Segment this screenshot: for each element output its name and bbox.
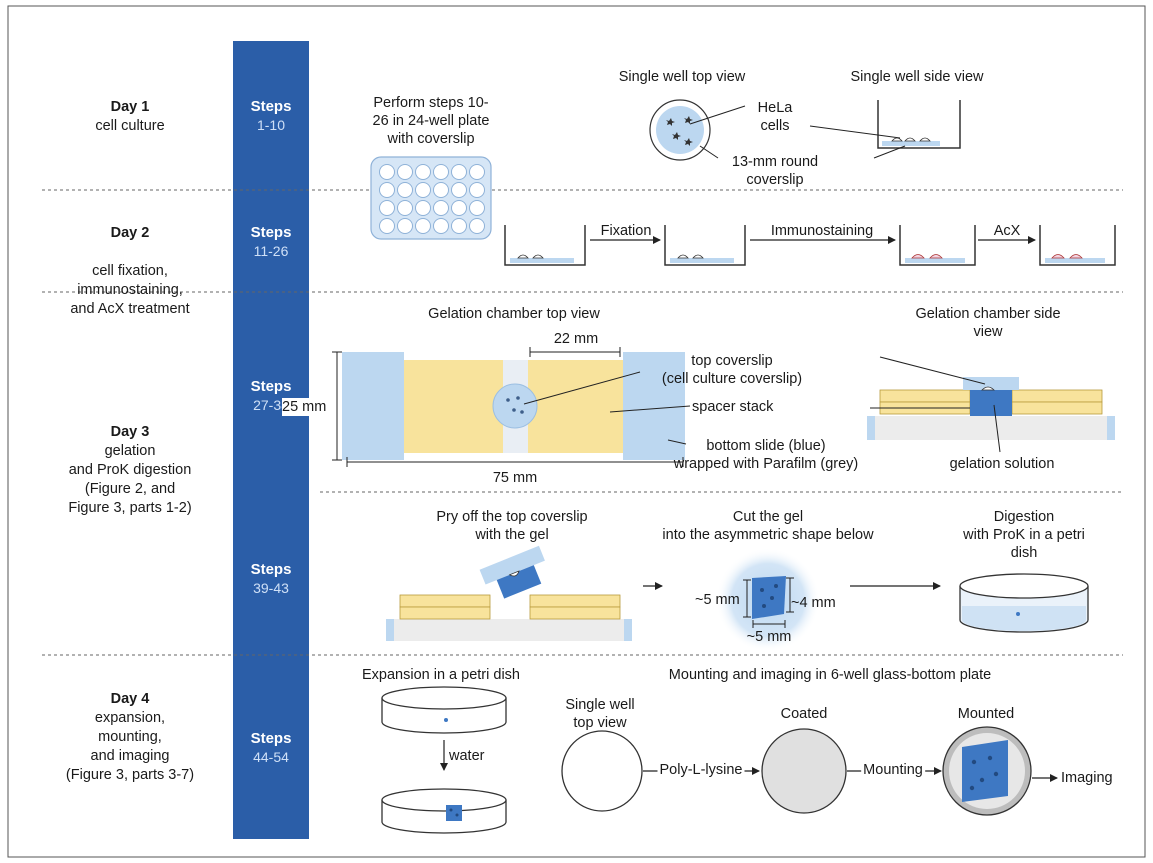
day2-desc: cell fixation, immunostaining, and AcX t… <box>70 263 190 317</box>
mounting-imaging-title: Mounting and imaging in 6-well glass-bot… <box>668 667 992 683</box>
dim-75mm: 75 mm <box>492 470 538 486</box>
steps-day3a: Steps 27-38 <box>236 378 306 414</box>
steps-label: Steps <box>250 561 292 578</box>
dim-25mm: 25 mm <box>282 398 327 416</box>
perform-steps-text: Perform steps 10- 26 in 24-well plate wi… <box>372 95 490 147</box>
immunostaining-label: Immunostaining <box>770 223 874 239</box>
coverslip-label: 13-mm round coverslip <box>731 154 819 188</box>
day4-label: Day 4 expansion, mounting, and imaging (… <box>25 690 235 785</box>
imaging-label: Imaging <box>1061 770 1113 786</box>
steps-label: Steps <box>250 98 292 115</box>
coated-label: Coated <box>780 706 828 722</box>
hela-cells-label: HeLa cells <box>757 100 793 134</box>
digestion-text: Digestion with ProK in a petri dish <box>963 509 1085 561</box>
single-well-side-view <box>809 100 961 159</box>
expansion-dishes <box>381 686 507 834</box>
single-well-top-label: Single well top view <box>565 697 635 731</box>
gelation-chamber-top-view <box>342 352 685 460</box>
pry-off-text: Pry off the top coverslip with the gel <box>436 509 588 543</box>
top-coverslip-label: top coverslip (cell culture coverslip) <box>661 353 803 387</box>
gelation-solution-label: gelation solution <box>949 456 1055 472</box>
single-well-side-title: Single well side view <box>850 69 984 85</box>
mounted-label: Mounted <box>957 706 1015 722</box>
steps-range: 44-54 <box>253 749 289 765</box>
dim-5mm-bottom: ~5 mm <box>746 629 792 645</box>
day4-title: Day 4 <box>110 691 150 707</box>
well-plate-24 <box>370 156 492 240</box>
expansion-title: Expansion in a petri dish <box>362 667 520 683</box>
day1-desc: cell culture <box>95 118 165 134</box>
six-well-sequence <box>561 726 1032 816</box>
steps-label: Steps <box>250 730 292 747</box>
day2-title: Day 2 <box>110 225 150 241</box>
digestion-petri-dish <box>959 573 1089 633</box>
poly-l-lysine-label: Poly-L-lysine <box>657 761 745 779</box>
figure-border <box>7 5 1146 858</box>
acx-label: AcX <box>993 223 1021 239</box>
steps-day4: Steps 44-54 <box>236 730 306 766</box>
steps-day3b: Steps 39-43 <box>236 561 306 597</box>
steps-label: Steps <box>250 224 292 241</box>
steps-bar <box>233 41 309 839</box>
day3-label: Day 3 gelation and ProK digestion (Figur… <box>25 423 235 518</box>
bottom-slide-label: bottom slide (blue) wrapped with Parafil… <box>673 438 859 472</box>
steps-range: 11-26 <box>253 243 289 259</box>
dim-22mm: 22 mm <box>553 331 599 347</box>
day2-label: Day 2 cell fixation, immunostaining, and… <box>25 205 235 338</box>
single-well-top-view <box>649 99 746 161</box>
chamber-side-title: Gelation chamber side view <box>915 306 1061 340</box>
separators <box>42 189 1123 656</box>
steps-range: 1-10 <box>256 117 286 133</box>
chamber-top-title: Gelation chamber top view <box>428 306 600 322</box>
steps-range: 39-43 <box>253 580 289 596</box>
steps-day1: Steps 1-10 <box>236 98 306 134</box>
cut-gel-illustration <box>716 548 820 652</box>
spacer-stack-label: spacer stack <box>692 399 774 415</box>
dim-5mm-left: ~5 mm <box>695 592 740 608</box>
fixation-label: Fixation <box>600 223 652 239</box>
dimension-lines-top <box>332 347 691 467</box>
mounting-label: Mounting <box>861 761 925 779</box>
steps-label: Steps <box>250 378 292 395</box>
pry-off-illustration <box>386 545 632 641</box>
day2-wells <box>504 225 1116 266</box>
steps-range: 27-38 <box>253 397 289 413</box>
cut-gel-text: Cut the gel into the asymmetric shape be… <box>662 509 874 543</box>
day3-title: Day 3 <box>110 424 150 440</box>
dim-4mm: ~4 mm <box>791 595 836 611</box>
day2-well-contents <box>510 254 1105 263</box>
day1-title: Day 1 <box>110 99 150 115</box>
water-label: water <box>449 748 485 764</box>
day1-label: Day 1 cell culture <box>25 98 235 136</box>
single-well-top-title: Single well top view <box>618 69 746 85</box>
day4-desc: expansion, mounting, and imaging (Figure… <box>65 710 195 783</box>
gelation-chamber-side-view <box>867 356 1115 453</box>
steps-day2: Steps 11-26 <box>236 224 306 260</box>
day3-desc: gelation and ProK digestion (Figure 2, a… <box>68 443 192 516</box>
